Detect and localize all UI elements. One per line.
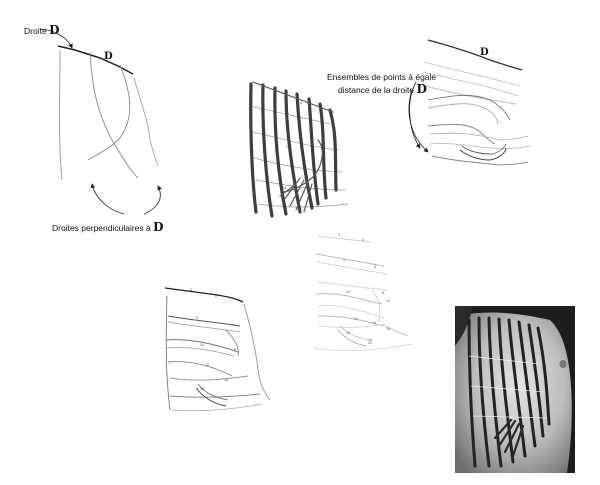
svg-text:8: 8 (382, 291, 384, 295)
droite-d-label: Droite D (24, 23, 60, 37)
svg-text:4: 4 (300, 101, 302, 105)
svg-text:14: 14 (283, 186, 287, 190)
droite-d-text: Droite (24, 26, 47, 36)
panel-3d-stripes: 12 4 14 (249, 81, 349, 218)
svg-text:6: 6 (215, 294, 217, 298)
equidistant-line2: distance de la droite (338, 85, 415, 95)
svg-text:16: 16 (368, 338, 372, 342)
stripe-numbers: 12 4 14 (283, 101, 302, 190)
svg-text:14: 14 (386, 299, 390, 303)
equidistant-line2-wrap: distance de la droite D (338, 82, 427, 96)
svg-text:12: 12 (205, 363, 209, 367)
equidistant-line1: Ensembles de points à égale (327, 72, 437, 82)
svg-text:12: 12 (286, 145, 290, 149)
body-right-edge (133, 77, 159, 167)
svg-text:16: 16 (200, 387, 204, 391)
svg-text:4: 4 (343, 258, 345, 262)
panel-outline-perpendiculars (39, 28, 162, 215)
arrow-perpendicular-right (143, 185, 162, 215)
arrow-equidistant-1 (409, 81, 421, 149)
svg-text:6: 6 (374, 265, 376, 269)
nipple (559, 360, 567, 368)
line-d-panel4 (164, 287, 244, 303)
svg-text:12: 12 (354, 317, 358, 321)
d-mark-panel1: D (104, 51, 113, 62)
svg-text:3: 3 (196, 316, 198, 320)
perpendiculars-letter: D (153, 220, 164, 234)
d-mark-panel3: D (480, 47, 489, 58)
photo-drawing (455, 306, 575, 473)
perpendicular-line-1 (89, 51, 139, 179)
svg-text:14: 14 (224, 378, 228, 382)
panel4-numbers: 4 6 3 4 10 8 12 14 16 (190, 288, 236, 391)
droite-d-letter: D (49, 23, 60, 37)
panel-outline-horizontal: 4 6 3 4 10 8 12 14 16 (164, 287, 271, 412)
svg-text:14: 14 (372, 321, 376, 325)
line-d-panel3 (427, 39, 523, 71)
panel-equidistant-curves (408, 39, 531, 166)
svg-text:18: 18 (346, 331, 350, 335)
arrow-to-line-d (39, 28, 73, 49)
equidistant-letter: D (416, 82, 427, 96)
svg-text:22: 22 (368, 341, 372, 345)
tape-strips (467, 316, 551, 468)
svg-text:8: 8 (234, 348, 236, 352)
body-left-edge (59, 49, 63, 181)
perpendicular-line-2 (87, 64, 131, 161)
svg-text:10: 10 (200, 343, 204, 347)
svg-text:4: 4 (232, 323, 234, 327)
svg-text:4: 4 (190, 288, 192, 292)
svg-text:2: 2 (338, 233, 340, 237)
arrow-equidistant-2 (408, 89, 429, 153)
svg-text:10: 10 (346, 290, 350, 294)
perpendiculars-text: Droites perpendiculaires à (52, 223, 151, 233)
svg-text:4: 4 (362, 238, 364, 242)
perpendiculars-label: Droites perpendiculaires à D (52, 220, 164, 234)
svg-text:16: 16 (386, 327, 390, 331)
photo-torso-with-tapes (455, 306, 575, 473)
arrow-perpendicular-left (90, 183, 125, 215)
